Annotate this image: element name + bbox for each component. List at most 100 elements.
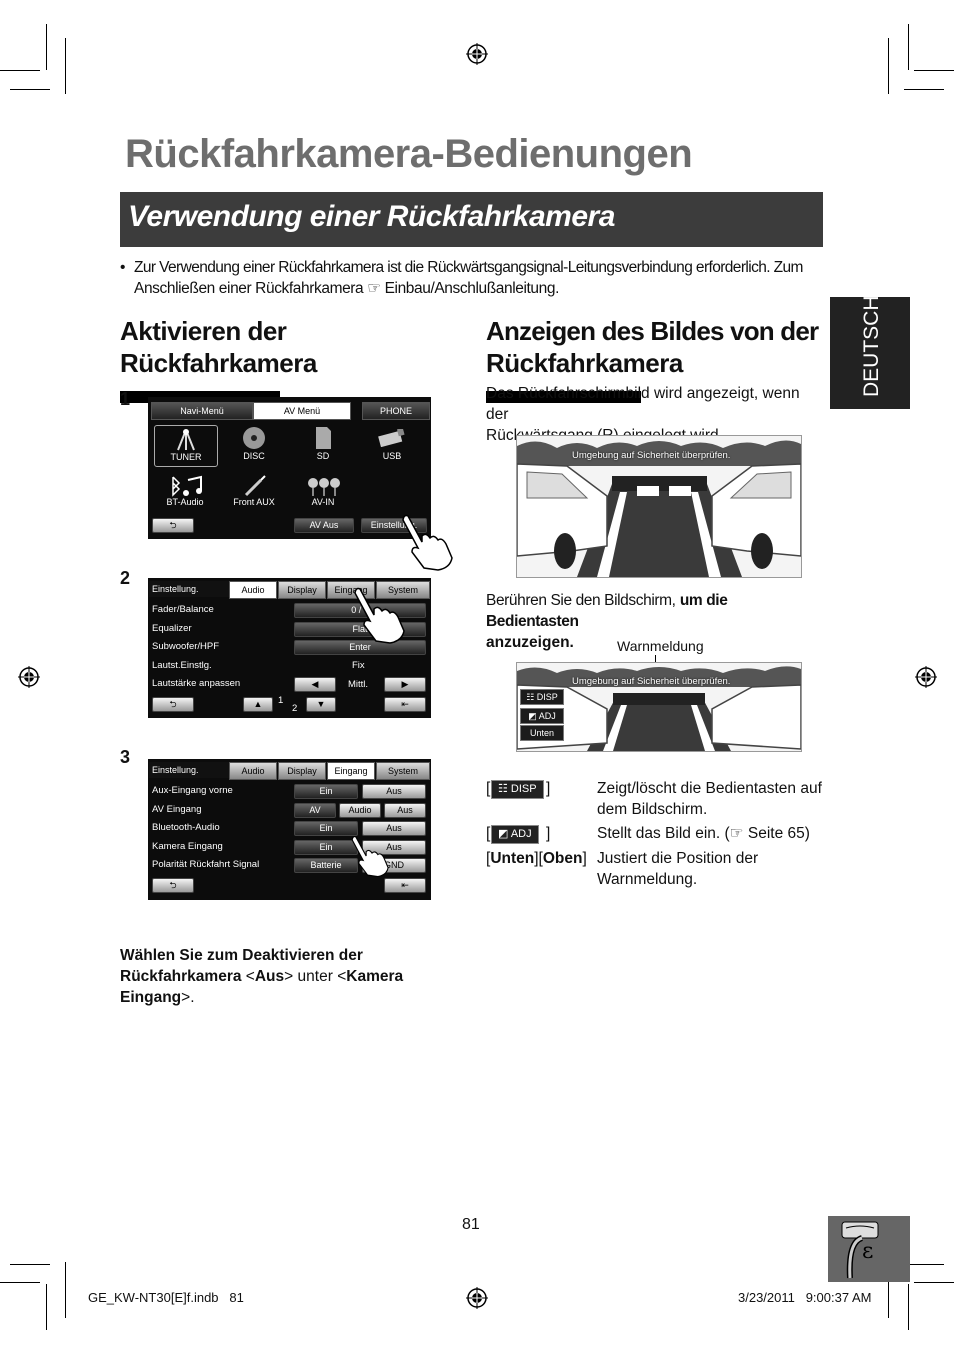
av-input-audio-button[interactable]: Audio [339,803,381,818]
disp-key: ☷ DISP [491,780,544,799]
svg-text:ε: ε [862,1239,873,1264]
unten-key: Unten [490,850,535,867]
safety-warning-text: Umgebung auf Sicherheit überprüfen. [572,450,731,461]
av-input-aus-button[interactable]: Aus [384,803,426,818]
tab-display[interactable]: Display [278,762,326,780]
back-arrow-icon: ⮌ [169,699,177,709]
av-aus-button[interactable]: AV Aus [294,518,354,533]
unten-button[interactable]: Unten [520,725,564,741]
back-arrow-icon: ⮌ [169,520,177,530]
page-up-button[interactable]: ▲ [243,697,273,712]
bt-audio-aus-button[interactable]: Aus [362,821,426,836]
row-label: Lautstärke anpassen [152,678,241,689]
bracket: [ [486,825,491,842]
description-line: Das Rückfahrschirmbild wird angezeigt, w… [486,385,800,423]
tab-system[interactable]: System [376,581,430,599]
bracket: [ [486,850,491,867]
right-heading: Anzeigen des Bildes von der Rückfahrkame… [486,315,826,411]
volume-level-value: Mittl. [348,679,369,690]
aux-aus-button[interactable]: Aus [362,784,426,799]
definition-row: [ ◩ ADJ ] Stellt das Bild ein. (☞ Seite … [486,823,826,848]
aux-ein-button[interactable]: Ein [294,784,358,799]
tab-eingang[interactable]: Eingang [327,762,375,780]
rca-plugs-icon [308,478,340,496]
button-definitions: [ ☷ DISP ] Zeigt/löscht die Bedientasten… [486,778,826,893]
safety-warning-text: Umgebung auf Sicherheit überprüfen. [572,676,731,687]
adj-button[interactable]: ◩ ADJ [520,708,564,724]
note-text: unter [297,968,333,985]
subwoofer-button[interactable]: Enter [294,640,426,655]
row-label: AV Eingang [152,804,202,815]
adjust-icon: ◩ [528,711,539,721]
intro-text: Zur Verwendung einer Rückfahrkamera ist … [134,257,824,299]
av-in-tile[interactable]: AV-IN [292,471,354,511]
left-arrow-button[interactable]: ◀ [294,677,336,692]
crop-mark [904,89,944,90]
bt-audio-tile[interactable]: BT-Audio [154,471,216,511]
unten-oben-keys: [Unten][Oben] [486,848,587,869]
section-title: Verwendung einer Rückfahrkamera [128,200,615,233]
tab-phone[interactable]: PHONE [362,402,430,420]
footer-file-info: GE_KW-NT30[E]f.indb 81 [88,1290,244,1305]
tab-einstellung[interactable]: Einstellung. [149,762,230,778]
tab-av-menu[interactable]: AV Menü [253,402,351,420]
right-arrow-icon: ▶ [401,679,409,689]
intro-line: Zur Verwendung einer Rückfahrkamera ist … [134,259,803,276]
camera-input-aus-button[interactable]: Aus [362,840,426,855]
exit-icon: ⇤ [401,699,409,709]
registration-mark-icon [466,1287,488,1309]
tab-einstellung[interactable]: Einstellung. [149,581,230,597]
menu-grid-icon: ☷ [498,783,511,795]
exit-button[interactable]: ⇤ [384,697,426,712]
back-button[interactable]: ⮌ [152,697,194,712]
note-text: < [337,968,347,985]
pointing-hand-icon [351,836,389,878]
av-in-label: AV-IN [311,497,335,507]
note-text: Kamera [346,968,404,985]
definition-line: Warnmeldung. [597,871,698,888]
back-button[interactable]: ⮌ [152,878,194,893]
right-heading-line: Anzeigen des Bildes von der [486,316,819,346]
bt-audio-ein-button[interactable]: Ein [294,821,358,836]
tab-display[interactable]: Display [278,581,326,599]
exit-button[interactable]: ⇤ [384,878,426,893]
note-text: > [284,968,294,985]
rear-camera-image-with-controls[interactable]: Umgebung auf Sicherheit überprüfen. ☷ DI… [516,662,802,752]
bracket: [ [486,780,491,797]
back-button[interactable]: ⮌ [152,518,194,533]
right-arrow-button[interactable]: ▶ [384,677,426,692]
tuner-label: TUNER [170,452,202,462]
tab-navi-menu[interactable]: Navi-Menü [151,402,253,420]
intro-line: Anschließen einer Rückfahrkamera ☞ Einba… [134,280,559,297]
disc-tile[interactable]: DISC [223,425,285,465]
page-down-button[interactable]: ▼ [306,697,336,712]
crop-mark [46,24,47,70]
bluetooth-music-icon [172,475,202,497]
left-arrow-icon: ◀ [311,679,319,689]
camera-input-ein-button[interactable]: Ein [294,840,358,855]
tab-audio[interactable]: Audio [229,581,277,599]
adj-key: ◩ ADJ [491,825,539,844]
crop-mark [914,1282,954,1283]
tab-system[interactable]: System [376,762,430,780]
row-label: Polarität Rückfahrt Signal [152,859,260,870]
polarity-battery-button[interactable]: Batterie [294,858,358,873]
front-aux-tile[interactable]: Front AUX [223,471,285,511]
note-text: Rückfahrkamera [120,968,242,985]
definition-text: Stellt das Bild ein. (☞ Seite 65) [597,825,810,842]
note-text: < [245,968,255,985]
tab-audio[interactable]: Audio [229,762,277,780]
step-number: 3 [120,747,131,767]
sd-tile[interactable]: SD [292,425,354,465]
crop-mark [0,1282,40,1283]
adj-label: ADJ [538,711,556,721]
page-number: 81 [462,1216,480,1233]
usb-tile[interactable]: USB [361,425,423,465]
av-input-av-button[interactable]: AV [294,803,336,818]
disp-button[interactable]: ☷ DISP [520,689,564,705]
tuner-tile[interactable]: TUNER [154,425,218,467]
rear-camera-image[interactable]: Umgebung auf Sicherheit überprüfen. [516,435,802,578]
pointing-hand-icon [354,587,405,644]
